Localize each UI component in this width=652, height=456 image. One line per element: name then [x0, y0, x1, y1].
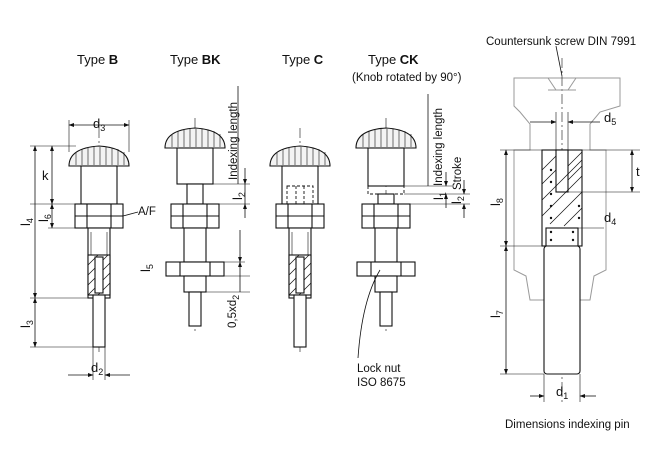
- pin-ghost-knob-outline: [513, 77, 621, 301]
- type-b-knurl: [75, 147, 125, 165]
- type-bk-title: Type BK: [170, 52, 221, 67]
- type-bk-knob-body: [176, 147, 214, 185]
- type-b-knob-body: [80, 165, 118, 205]
- dim-t: t: [636, 164, 640, 179]
- type-b-indexing-pin: [92, 294, 106, 348]
- type-bk-indexing-pin: [188, 291, 202, 327]
- type-ck-drawing: [355, 118, 417, 332]
- type-ck-knob-body: [367, 147, 405, 187]
- type-ck-dimensions: [357, 94, 470, 359]
- ck-indexing-length-label: Indexing length: [433, 108, 445, 186]
- type-b-section-hatch: [87, 254, 111, 296]
- pin-dimensions: [500, 45, 640, 402]
- dim-d2: d2: [91, 360, 103, 377]
- ck-rotation-note: (Knob rotated by 90°): [352, 72, 462, 84]
- dim-l2-ck: l2: [449, 196, 466, 204]
- type-ck-title: Type CK: [368, 52, 419, 67]
- type-c-knob: [269, 145, 331, 167]
- pin-hatch: [541, 151, 583, 227]
- type-b-knob: [68, 145, 130, 167]
- type-ck-indexing-pin: [379, 291, 393, 327]
- indexing-pin-detail: [513, 58, 621, 402]
- dim-l1: l1: [431, 192, 448, 200]
- type-ck-knob: [355, 127, 417, 149]
- dim-d3: d3: [93, 116, 105, 133]
- ck-stroke-label: Stroke: [452, 157, 464, 190]
- dim-d5: d5: [604, 110, 616, 127]
- type-bk-drawing: [164, 118, 226, 332]
- bk-indexing-length-label: Indexing length: [228, 102, 240, 180]
- type-bk-dimensions: [201, 86, 250, 293]
- pin-shank: [543, 245, 581, 375]
- pin-caption: Dimensions indexing pin: [505, 419, 630, 431]
- pin-spring-dots: [549, 168, 581, 242]
- dim-k: k: [42, 168, 49, 183]
- dim-l3: l3: [18, 320, 35, 328]
- dim-l8: l8: [488, 198, 505, 206]
- type-c-section-hatch: [288, 254, 312, 296]
- af-label: A/F: [138, 206, 156, 218]
- type-b-dimensions: [30, 120, 139, 380]
- type-bk-lock-nut: [165, 261, 225, 277]
- dim-l4: l4: [18, 218, 35, 226]
- dim-d4: d4: [604, 210, 616, 227]
- dim-d1: d1: [556, 384, 568, 401]
- type-c-knob-body: [281, 165, 319, 205]
- type-c-title: Type C: [282, 52, 324, 67]
- lock-nut-standard-label: ISO 8675: [357, 377, 406, 389]
- dim-l5: l5: [138, 264, 155, 272]
- half-d2-label: 0,5xd2: [227, 295, 241, 328]
- type-c-indexing-pin: [293, 294, 307, 348]
- pin-screw-bore: [555, 149, 569, 193]
- dim-l7: l7: [488, 310, 505, 318]
- dim-l2-bk: l2: [230, 192, 247, 200]
- type-ck-lock-nut: [356, 261, 416, 277]
- type-b-title: Type B: [77, 52, 118, 67]
- dim-l6: l6: [36, 214, 53, 222]
- lock-nut-label: Lock nut: [357, 363, 401, 375]
- type-c-drawing: [269, 128, 331, 352]
- type-b-drawing: [68, 128, 130, 352]
- type-bk-knob: [164, 127, 226, 149]
- countersunk-screw-label: Countersunk screw DIN 7991: [486, 36, 636, 48]
